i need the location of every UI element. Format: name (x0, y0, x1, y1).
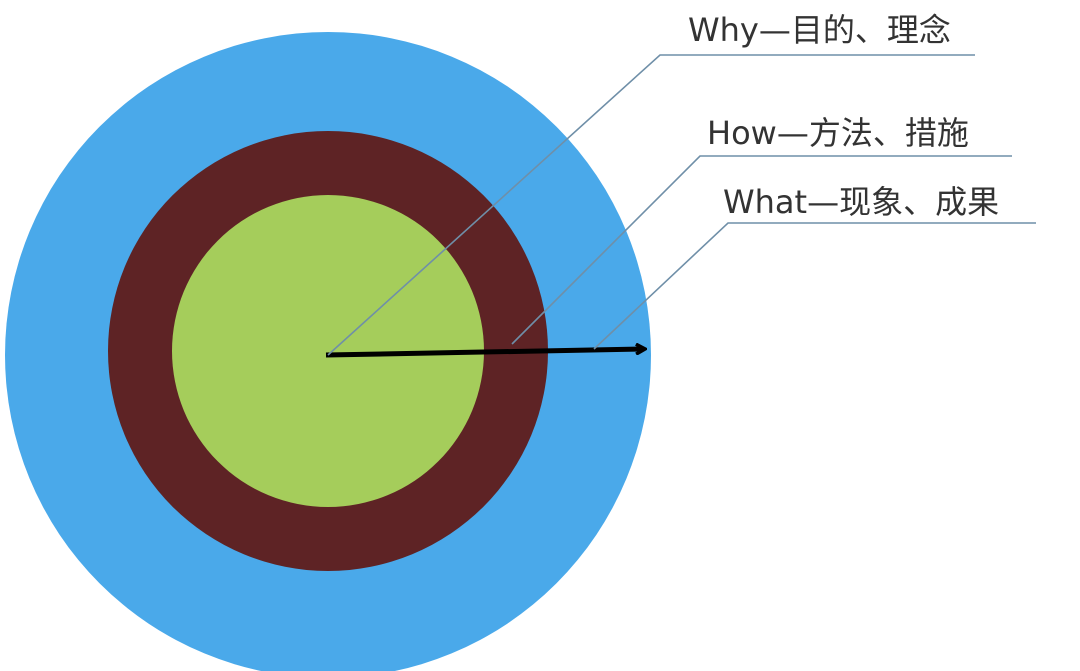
leader-line-how (511, 155, 1012, 345)
leader-line-why (327, 54, 975, 356)
leader-line-what (593, 222, 1036, 350)
label-what: What—现象、成果 (723, 183, 1000, 221)
inner-circle-why (172, 195, 484, 507)
label-how: How—方法、措施 (707, 114, 969, 152)
label-why: Why—目的、理念 (688, 11, 951, 49)
radius-arrow (325, 349, 644, 358)
